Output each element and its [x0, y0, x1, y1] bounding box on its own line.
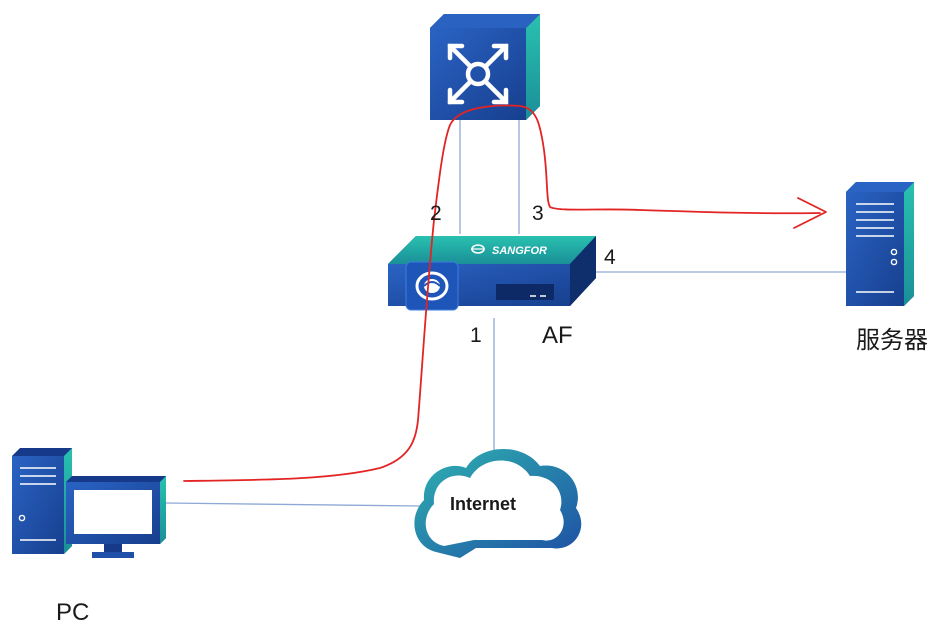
link-pc-internet: [165, 502, 421, 507]
server-label: 服务器: [856, 327, 928, 354]
firewall-brand-text: SANGFOR: [492, 245, 547, 257]
internet-label: Internet: [450, 494, 516, 514]
network-links: [165, 120, 846, 507]
firewall-label: AF: [542, 322, 573, 349]
traffic-path-red: [183, 104, 821, 482]
desktop-pc-icon: [12, 448, 166, 558]
sangfor-af-firewall-icon: SANGFOR: [388, 236, 596, 311]
pc-label: PC: [56, 599, 89, 626]
port-label-1: 1: [470, 324, 482, 347]
port-label-3: 3: [532, 202, 544, 225]
port-label-4: 4: [604, 246, 616, 269]
server-icon: [846, 182, 914, 306]
internet-cloud-icon: Internet: [414, 448, 582, 558]
traffic-arrowhead: [793, 197, 827, 229]
port-label-2: 2: [430, 202, 442, 225]
core-switch-icon: [430, 14, 540, 120]
